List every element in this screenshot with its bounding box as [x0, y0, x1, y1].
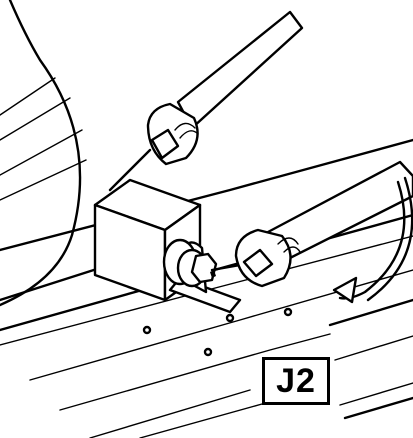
- step-label: J2: [262, 357, 330, 405]
- detail-circle: [0, 0, 82, 307]
- curved-arrow-icon: [332, 176, 413, 304]
- hex-nut-icon: [162, 238, 248, 288]
- upper-wrench: [108, 10, 304, 192]
- lower-wrench: [234, 160, 413, 288]
- pointer-mark: [210, 270, 216, 278]
- detail-rails: [0, 77, 87, 201]
